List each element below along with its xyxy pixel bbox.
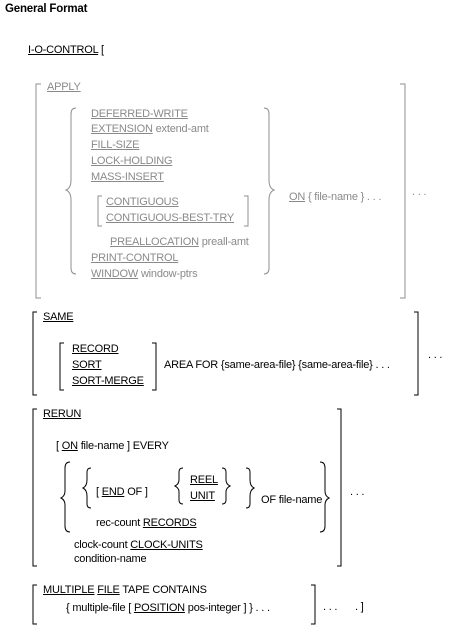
same-right-bracket bbox=[414, 311, 419, 396]
window-arg: window-ptrs bbox=[140, 268, 198, 280]
multiple-left-bracket bbox=[32, 584, 37, 625]
reel-right-brace bbox=[221, 467, 232, 505]
clock-units-keyword: CLOCK-UNITS bbox=[130, 539, 203, 551]
rerun-condition-name: condition-name bbox=[74, 553, 147, 565]
multiple-right-bracket bbox=[311, 584, 316, 625]
rerun-unit: UNIT bbox=[190, 490, 215, 502]
window-keyword: WINDOW bbox=[91, 268, 139, 280]
apply-option-window: WINDOW window-ptrs bbox=[91, 268, 198, 281]
same-left-bracket bbox=[32, 311, 37, 396]
end-keyword: END bbox=[101, 486, 125, 498]
multiple-close-brace: } . . . bbox=[249, 602, 270, 614]
page-heading: General Format bbox=[5, 3, 88, 15]
multiple-open-brace: { bbox=[66, 602, 70, 614]
rerun-on-open-bracket: [ bbox=[56, 440, 59, 452]
extension-arg: extend-amt bbox=[155, 123, 209, 135]
multiple-ellipsis: . . . bbox=[323, 601, 338, 613]
rerun-of-file-name: OF file-name bbox=[261, 494, 323, 506]
rerun-rec-count: rec-count RECORDS bbox=[96, 517, 197, 530]
apply-option-contiguous: CONTIGUOUS bbox=[106, 196, 179, 208]
apply-option-print-control: PRINT-CONTROL bbox=[91, 252, 179, 264]
end-open-bracket: [ bbox=[96, 486, 99, 498]
multiple-heading: MULTIPLE FILE TAPE CONTAINS bbox=[43, 584, 207, 597]
rec-count-arg: rec-count bbox=[96, 517, 141, 529]
rerun-right-bracket bbox=[337, 408, 342, 567]
same-choice-record: RECORD bbox=[72, 343, 119, 355]
end-of-right-brace bbox=[245, 467, 256, 509]
rerun-on-clause: [ ON file-name ] EVERY bbox=[56, 440, 169, 453]
same-choice-right-bracket bbox=[152, 342, 157, 391]
apply-on-keyword: ON bbox=[289, 191, 306, 203]
apply-left-brace bbox=[64, 107, 77, 275]
rerun-on-rest: file-name ] EVERY bbox=[80, 440, 169, 452]
apply-right-brace bbox=[263, 107, 276, 275]
apply-option-mass-insert: MASS-INSERT bbox=[91, 171, 164, 183]
apply-option-preallocation: PREALLOCATION preall-amt bbox=[110, 236, 249, 249]
apply-ellipsis: . . . bbox=[412, 186, 427, 198]
apply-right-bracket bbox=[400, 83, 406, 299]
reel-left-brace bbox=[173, 467, 184, 505]
tape-contains: TAPE CONTAINS bbox=[122, 584, 207, 596]
records-keyword: RECORDS bbox=[142, 517, 197, 529]
apply-keyword: APPLY bbox=[47, 81, 81, 93]
clock-count-arg: clock-count bbox=[74, 539, 128, 551]
io-control-close-bracket: . ] bbox=[355, 601, 364, 613]
multiple-keyword: MULTIPLE bbox=[43, 584, 95, 596]
extension-keyword: EXTENSION bbox=[91, 123, 153, 135]
rerun-left-bracket bbox=[32, 408, 37, 567]
apply-option-lock-holding: LOCK-HOLDING bbox=[91, 155, 173, 167]
same-choice-sort: SORT bbox=[72, 359, 102, 371]
same-choice-left-bracket bbox=[59, 342, 64, 391]
end-rest: OF ] bbox=[127, 486, 148, 498]
rerun-clock-count: clock-count CLOCK-UNITS bbox=[74, 539, 203, 552]
apply-left-bracket bbox=[35, 83, 41, 299]
end-of-left-brace bbox=[81, 467, 92, 509]
preallocation-arg: preall-amt bbox=[201, 236, 249, 248]
multiple-file-arg: multiple-file [ bbox=[72, 602, 132, 614]
same-keyword: SAME bbox=[43, 311, 74, 323]
preallocation-keyword: PREALLOCATION bbox=[110, 236, 199, 248]
rerun-keyword: RERUN bbox=[43, 408, 82, 420]
same-area-for: AREA FOR {same-area-file} {same-area-fil… bbox=[164, 359, 390, 371]
contiguous-right-bracket bbox=[244, 195, 249, 227]
rerun-on-keyword: ON bbox=[61, 440, 78, 452]
apply-option-extension: EXTENSION extend-amt bbox=[91, 123, 209, 136]
rerun-outer-right-brace bbox=[319, 461, 331, 533]
apply-on-clause: ON { file-name } . . . bbox=[289, 191, 381, 204]
apply-option-contiguous-best-try: CONTIGUOUS-BEST-TRY bbox=[106, 212, 235, 224]
rerun-end-of: [ END OF ] bbox=[96, 486, 148, 499]
position-rest: pos-integer ] bbox=[187, 602, 247, 614]
same-choice-sort-merge: SORT-MERGE bbox=[72, 375, 144, 387]
multiple-file-clause: { multiple-file [ POSITION pos-integer ]… bbox=[66, 602, 270, 615]
rerun-reel: REEL bbox=[190, 474, 218, 486]
io-control-open-bracket: [ bbox=[100, 44, 104, 56]
rerun-ellipsis: . . . bbox=[350, 486, 365, 498]
file-keyword: FILE bbox=[97, 584, 120, 596]
rerun-outer-left-brace bbox=[59, 461, 71, 533]
same-ellipsis: . . . bbox=[428, 349, 443, 361]
apply-option-deferred-write: DEFERRED-WRITE bbox=[91, 108, 188, 120]
io-control-line: I-O-CONTROL [ bbox=[28, 44, 104, 57]
apply-on-rest: { file-name } . . . bbox=[307, 191, 382, 203]
contiguous-left-bracket bbox=[97, 195, 102, 227]
apply-option-fill-size: FILL-SIZE bbox=[91, 139, 140, 151]
position-keyword: POSITION bbox=[133, 602, 185, 614]
io-control-keyword: I-O-CONTROL bbox=[28, 44, 99, 56]
